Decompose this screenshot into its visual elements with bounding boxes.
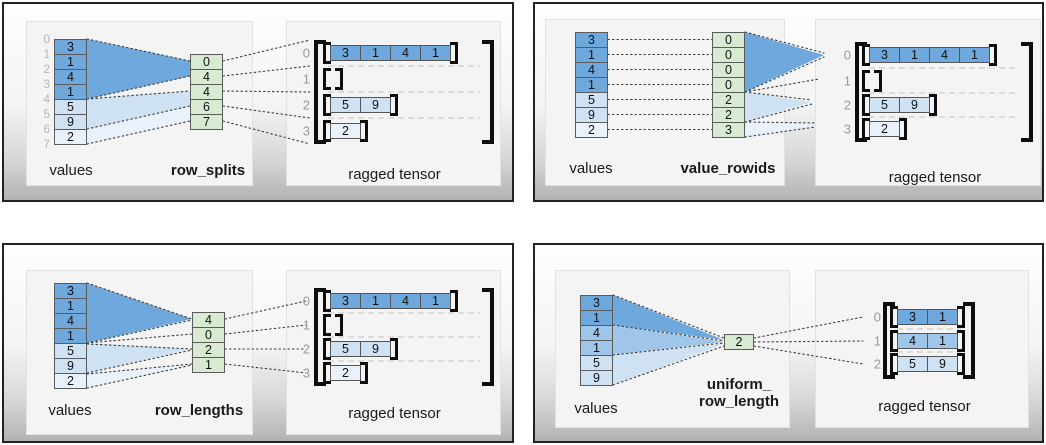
connector-dotted-line: [86, 90, 191, 100]
connector-dotted-line: [86, 282, 193, 320]
tensor-panel: [815, 270, 1029, 428]
method-label: value_rowids: [680, 160, 776, 177]
method-label-line1: uniform_: [706, 376, 772, 393]
connector-dotted-line: [86, 364, 193, 389]
values-label: values: [49, 162, 93, 179]
connector-dotted-line: [224, 324, 307, 335]
connector-dotted-line: [753, 345, 864, 365]
connector-dotted-line: [612, 345, 725, 386]
row-span-fill: [745, 122, 816, 137]
values-label: values: [574, 400, 618, 417]
row-span-fill: [87, 106, 190, 144]
connector-dotted-line: [612, 294, 725, 339]
method-label: row_lengths: [154, 402, 244, 419]
connector-graphics: [612, 294, 961, 386]
row-span-fill: [87, 343, 192, 373]
connector-dotted-line: [753, 340, 864, 343]
values-label: values: [569, 160, 613, 177]
method-label-line2: row_length: [698, 393, 779, 410]
connector-dotted-line: [86, 38, 191, 62]
connector-dotted-line: [86, 343, 193, 350]
connector-dotted-line: [86, 319, 193, 344]
row-span-fill: [613, 344, 724, 385]
connector-graphics: [607, 31, 1019, 138]
connector-dotted-line: [744, 56, 825, 93]
row-span-fill: [87, 283, 192, 343]
method-label: uniform_ row_length: [669, 376, 809, 410]
ragged-tensor-label: ragged tensor: [888, 169, 982, 186]
connector-dotted-line: [222, 90, 311, 93]
connector-dotted-line: [224, 363, 307, 374]
row-span-fill: [745, 32, 824, 92]
connector-dotted-line: [222, 120, 311, 145]
connector-dotted-line: [744, 31, 825, 54]
connector-graphics: [86, 38, 480, 145]
connector-dotted-line: [222, 39, 311, 62]
row-span-fill: [745, 92, 812, 122]
connector-dotted-line: [612, 324, 725, 342]
ragged-tensor-label: ragged tensor: [348, 166, 441, 183]
connector-dotted-line: [86, 120, 191, 145]
connector-dotted-line: [86, 363, 193, 375]
connector-dotted-line: [612, 342, 725, 356]
connector-dotted-line: [86, 75, 191, 100]
connector-graphics: [86, 282, 480, 389]
connector-dotted-line: [224, 300, 307, 320]
connector-dotted-line: [222, 65, 311, 77]
connector-dotted-line: [86, 333, 193, 344]
row-span-fill: [87, 91, 190, 129]
connector-dotted-line: [86, 105, 191, 130]
ragged-tensor-label: ragged tensor: [348, 405, 441, 422]
method-label: row_splits: [170, 162, 246, 179]
row-span-fill: [87, 39, 190, 99]
connector-dotted-line: [744, 78, 820, 93]
values-label: values: [48, 402, 92, 419]
connector-dotted-line: [744, 126, 817, 138]
connector-dotted-line: [753, 316, 864, 339]
connector-dotted-line: [86, 349, 193, 374]
ragged-tensor-label: ragged tensor: [878, 398, 971, 415]
row-span-fill: [613, 325, 724, 355]
connector-dotted-line: [744, 121, 817, 124]
connector-dotted-line: [222, 105, 311, 119]
